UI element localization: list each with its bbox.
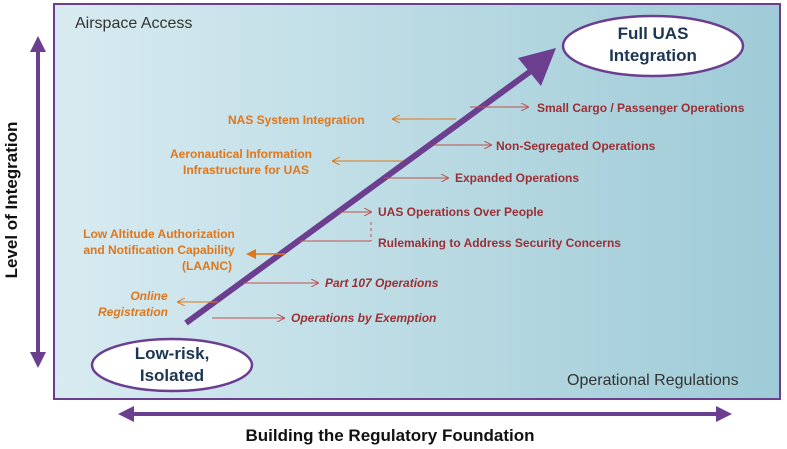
reg-small-cargo: Small Cargo / Passenger Operations: [537, 101, 745, 115]
reg-over-people: UAS Operations Over People: [378, 205, 544, 219]
x-axis-arrowhead-right: [716, 406, 732, 422]
air-aero-line1: Aeronautical Information: [169, 147, 312, 161]
reg-expanded: Expanded Operations: [455, 171, 580, 185]
air-online-line1: Online: [130, 289, 168, 303]
air-nas: NAS System Integration: [228, 113, 365, 127]
reg-security: Rulemaking to Address Security Concerns: [378, 236, 621, 250]
progression-arrowhead: [518, 48, 556, 86]
air-laanc-line1: Low Altitude Authorization: [83, 227, 235, 241]
air-online: Online Registration: [88, 288, 178, 320]
air-laanc: Low Altitude Authorization and Notificat…: [70, 226, 248, 274]
air-laanc-line3: (LAANC): [182, 259, 232, 273]
start-node-ellipse: [90, 337, 254, 393]
progression-arrow: [184, 65, 537, 326]
start-node-line1: Low-risk,: [134, 344, 210, 363]
operational-regulations-label: Operational Regulations: [567, 372, 739, 389]
air-online-line2: Registration: [97, 305, 168, 319]
start-node-line2: Isolated: [139, 366, 205, 385]
air-aero: Aeronautical Information Infrastructure …: [158, 146, 324, 178]
y-axis-arrowhead-top: [30, 36, 46, 52]
airspace-access-label: Airspace Access: [75, 15, 193, 32]
reg-non-segregated: Non-Segregated Operations: [496, 139, 656, 153]
start-node-label: Low-risk, Isolated: [112, 343, 232, 387]
end-node-ellipse: [561, 14, 745, 78]
end-node-line1: Full UAS: [617, 24, 689, 43]
x-axis-title: Building the Regulatory Foundation: [245, 426, 535, 445]
air-laanc-line2: and Notification Capability: [83, 243, 235, 257]
end-node-line2: Integration: [609, 46, 697, 65]
reg-exemption: Operations by Exemption: [291, 311, 437, 325]
x-axis-arrowhead-left: [118, 406, 134, 422]
reg-part107: Part 107 Operations: [325, 276, 439, 290]
y-axis-title: Level of Integration: [2, 121, 21, 279]
end-node-label: Full UAS Integration: [583, 23, 723, 67]
y-axis-arrowhead-bottom: [30, 352, 46, 368]
air-aero-line2: Infrastructure for UAS: [182, 163, 310, 177]
